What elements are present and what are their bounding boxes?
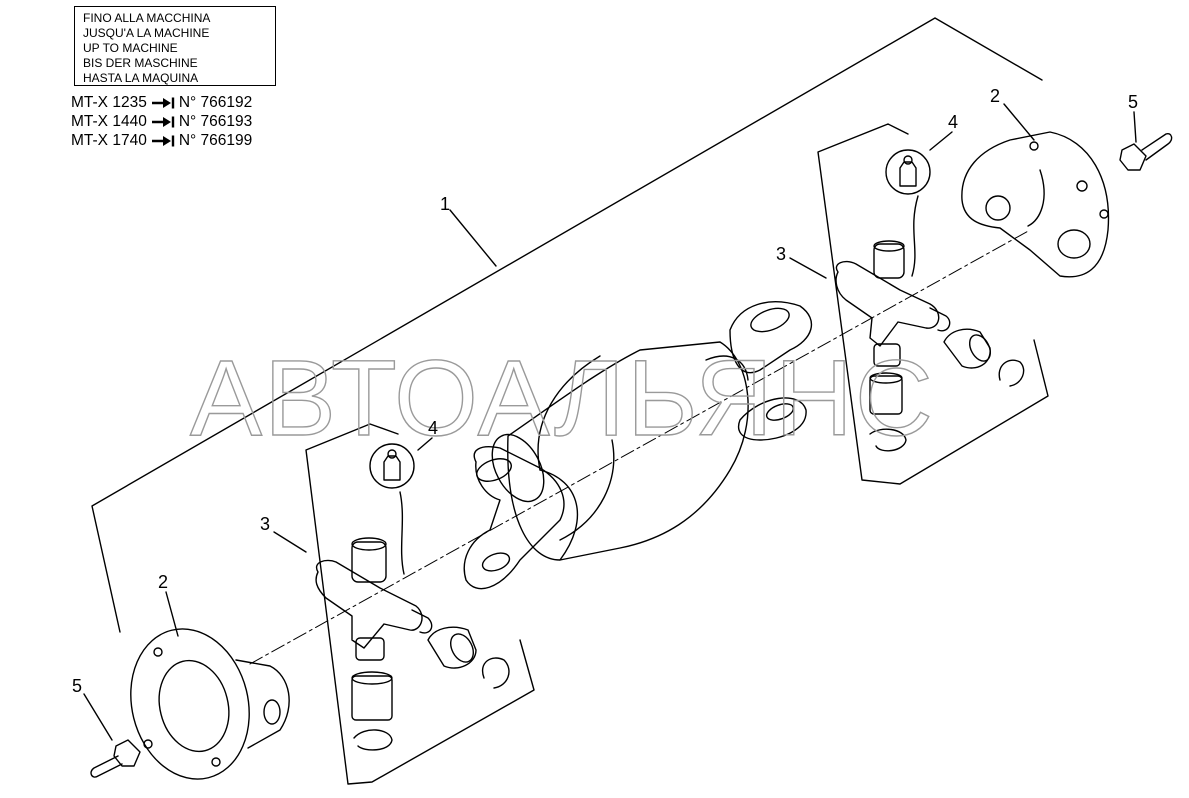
shaft-yoke-left: [463, 446, 579, 590]
leader-nipple-top: [911, 195, 919, 277]
bolt-top-icon: [1119, 132, 1173, 171]
bearing-top-2: [869, 372, 903, 415]
shaft-yoke-right: [705, 301, 813, 441]
watermark-text: АВТОАЛЬЯНС: [190, 337, 935, 458]
callout-joint-bottom: 3: [260, 514, 270, 534]
arrow-to-bar-icon: [151, 135, 175, 146]
serial-number: N° 766192: [178, 94, 253, 111]
serial-row: MT-X 1440 N° 766193: [71, 112, 252, 131]
circlip-bottom-1: [481, 657, 510, 689]
callout-shaft: 1: [440, 194, 450, 214]
applicability-line: FINO ALLA MACCHINA: [83, 11, 211, 25]
applicability-line: BIS DER MASCHINE: [83, 56, 198, 70]
model-name: MT-X 1740: [71, 132, 147, 149]
applicability-line: UP TO MACHINE: [83, 41, 178, 55]
grease-nipple-top-icon: [885, 149, 931, 195]
model-name: MT-X 1235: [71, 94, 147, 111]
serial-row: MT-X 1235 N° 766192: [71, 93, 252, 112]
model-name: MT-X 1440: [71, 113, 147, 130]
applicability-line: JUSQU'A LA MACHINE: [83, 26, 210, 40]
flange-top: [961, 131, 1110, 278]
callout-flange-bottom: 2: [158, 572, 168, 592]
bearing-bottom-1: [427, 626, 477, 669]
flange-bottom: [130, 628, 290, 780]
serial-number: N° 766199: [178, 132, 253, 149]
leader-3-bottom: [273, 531, 307, 553]
callout-nipple-top: 4: [948, 112, 958, 132]
callout-nipple-bottom: 4: [428, 418, 438, 438]
leader-2-top: [1003, 103, 1035, 141]
bearing-bottom-2: [351, 671, 393, 721]
arrow-to-bar-icon: [151, 97, 175, 108]
serial-list: MT-X 1235 N° 766192 MT-X 1440 N° 766193 …: [71, 93, 252, 150]
callout-bolt-bottom: 5: [72, 676, 82, 696]
circlip-bottom-2: [353, 729, 393, 751]
bolt-bottom-icon: [90, 739, 141, 778]
circlip-top-2: [869, 428, 907, 452]
circlip-top-1: [998, 359, 1025, 387]
applicability-box: FINO ALLA MACCHINA JUSQU'A LA MACHINE UP…: [74, 6, 276, 86]
callout-flange-top: 2: [990, 86, 1000, 106]
grease-nipple-bottom-icon: [369, 443, 415, 489]
callout-bolt-top: 5: [1128, 92, 1138, 112]
joint-bracket-bottom: [305, 423, 535, 785]
leader-3-top: [789, 257, 827, 279]
serial-number: N° 766193: [178, 113, 253, 130]
assembly-bracket: [91, 17, 1043, 633]
arrow-to-bar-icon: [151, 116, 175, 127]
leader-1: [449, 209, 497, 267]
leader-4-bottom: [417, 437, 433, 451]
cross-top: [835, 240, 951, 367]
applicability-line: HASTA LA MAQUINA: [83, 71, 199, 85]
leader-5-top: [1133, 111, 1137, 143]
axis-line: [249, 229, 1031, 665]
leader-5-bottom: [83, 693, 113, 741]
callout-joint-top: 3: [776, 244, 786, 264]
leader-4-top: [929, 131, 953, 151]
serial-row: MT-X 1740 N° 766199: [71, 131, 252, 150]
cross-bottom: [315, 537, 433, 661]
leader-nipple-bottom: [399, 491, 405, 575]
bearing-top-1: [943, 328, 992, 369]
joint-bracket-top: [817, 123, 1049, 485]
